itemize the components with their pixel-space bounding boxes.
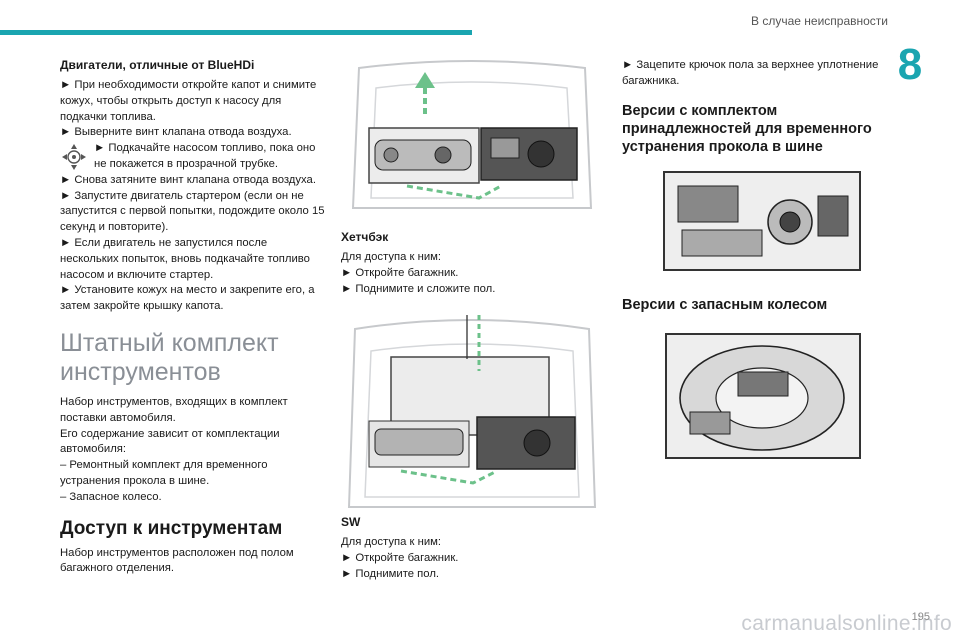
watermark: carmanualsonline.info bbox=[741, 612, 952, 635]
hatchback-intro: Для доступа к ним: bbox=[341, 251, 442, 263]
hatchback-step-fold: Поднимите и сложите пол. bbox=[341, 282, 603, 298]
spare-wheel-illustration bbox=[622, 328, 884, 468]
toolkit-heading: Штатный комплект инструментов bbox=[60, 328, 279, 386]
spare-wheel-drawing bbox=[665, 332, 861, 459]
toolkit-item-spare-wheel: – Запасное колесо. bbox=[60, 490, 162, 503]
hook-step: Зацепите крючок пола за верхнее уплотнен… bbox=[622, 58, 884, 90]
repair-kit-heading: Версии с комплектом принадлежностей для … bbox=[622, 102, 872, 155]
hatchback-trunk-illustration bbox=[341, 58, 603, 218]
repair-kit-illustration bbox=[622, 166, 884, 276]
toolkit-item-repair-kit: – Ремонтный комплект для временного устр… bbox=[60, 459, 268, 487]
access-heading: Доступ к инструментам bbox=[60, 517, 283, 539]
column-left: Двигатели, отличные от BlueHDi При необх… bbox=[60, 58, 328, 577]
sw-step-lift: Поднимите пол. bbox=[341, 567, 603, 583]
toolkit-intro: Набор инструментов, входящих в комплект … bbox=[60, 395, 288, 424]
top-accent-rule bbox=[0, 30, 472, 35]
sw-intro: Для доступа к ним: bbox=[341, 536, 442, 549]
spare-wheel-heading: Версии с запасным колесом bbox=[622, 296, 828, 313]
step-refit-cover: Установите кожух на место и закрепите ег… bbox=[60, 283, 328, 315]
pump-icon bbox=[62, 144, 86, 171]
chapter-number: 8 bbox=[897, 40, 923, 89]
page-number: 195 bbox=[911, 611, 930, 623]
column-middle: Хетчбэк Для доступа к ним: Откройте бага… bbox=[341, 58, 603, 583]
access-paragraph: Набор инструментов расположен под полом … bbox=[60, 546, 294, 575]
sw-heading: SW bbox=[341, 515, 361, 530]
step-tighten-valve: Снова затяните винт клапана отвода возду… bbox=[60, 173, 328, 189]
section-title: В случае неисправности bbox=[751, 14, 888, 28]
hatchback-trunk-drawing bbox=[351, 60, 593, 209]
repair-kit-drawing bbox=[663, 170, 861, 271]
sw-trunk-drawing bbox=[347, 315, 597, 509]
engines-heading: Двигатели, отличные от BlueHDi bbox=[60, 58, 255, 72]
step-open-hood: При необходимости откройте капот и сними… bbox=[60, 78, 328, 125]
step-unscrew-valve: Выверните винт клапана отвода воздуха. bbox=[60, 125, 328, 141]
step-pump-fuel: Подкачайте насосом топливо, пока оно не … bbox=[94, 141, 328, 173]
hatchback-heading: Хетчбэк bbox=[341, 230, 389, 244]
sw-step-open: Откройте багажник. bbox=[341, 551, 603, 567]
toolkit-content-note: Его содержание зависит от комплектации а… bbox=[60, 427, 280, 456]
step-start-engine: Запустите двигатель стартером (если он н… bbox=[60, 189, 328, 236]
step-retry: Если двигатель не запустился после неско… bbox=[60, 236, 328, 283]
sw-trunk-illustration bbox=[341, 311, 603, 511]
hatchback-step-open: Откройте багажник. bbox=[341, 266, 603, 282]
column-right: Зацепите крючок пола за верхнее уплотнен… bbox=[622, 58, 884, 468]
pump-step-row: Подкачайте насосом топливо, пока оно не … bbox=[60, 141, 328, 173]
